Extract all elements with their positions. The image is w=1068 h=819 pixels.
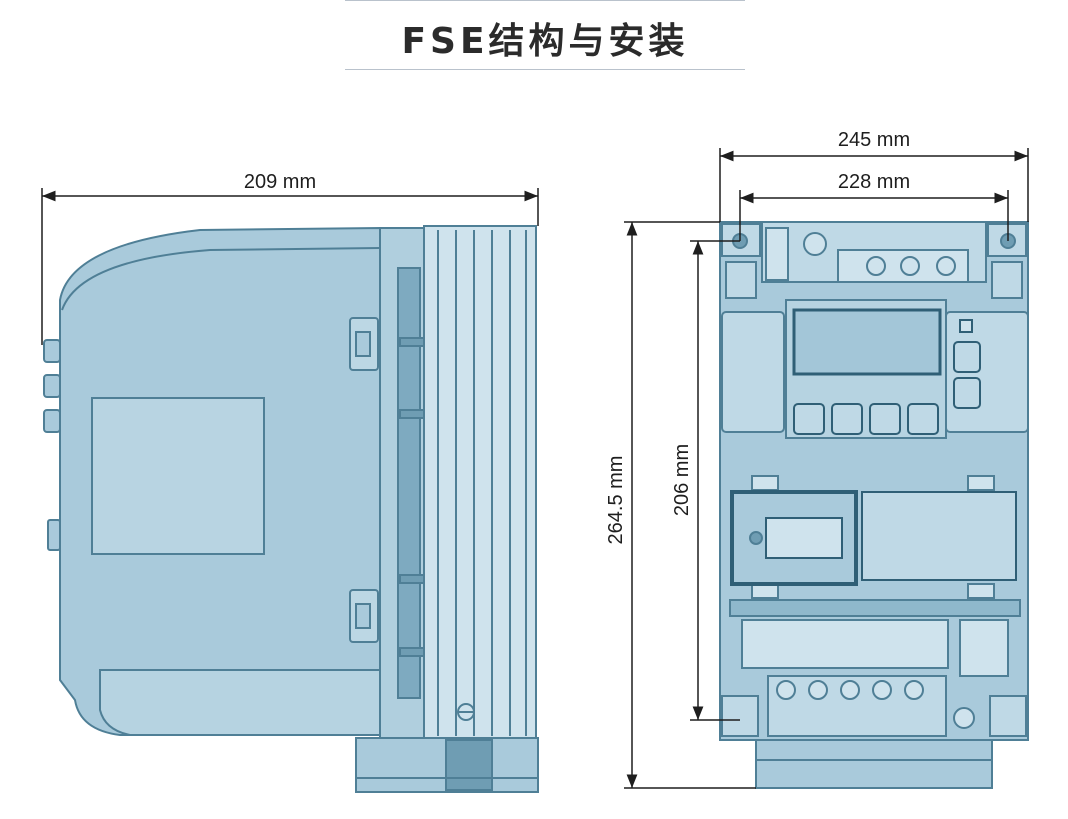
- title-bottom-rule: [345, 69, 745, 70]
- side-knob-4: [47, 519, 61, 551]
- front-top-screw-3: [936, 256, 956, 276]
- front-key-3: [869, 403, 901, 435]
- front-key-6: [953, 377, 981, 409]
- front-option-slot: [765, 517, 843, 559]
- front-top-vent-left: [725, 261, 757, 299]
- side-clip-top-slot: [355, 331, 371, 357]
- front-key-1: [793, 403, 825, 435]
- front-width-inner-label: 228 mm: [838, 171, 910, 193]
- side-knob-1: [43, 339, 61, 363]
- front-width-outer-label: 245 mm: [838, 129, 910, 151]
- front-clip-tab-3: [751, 583, 779, 599]
- front-control-terminals: [741, 619, 949, 669]
- front-top-screw-2: [900, 256, 920, 276]
- front-height-outer-label: 264.5 mm: [605, 456, 627, 545]
- front-io-terminals: [959, 619, 1009, 677]
- side-rear-channel: [397, 267, 421, 699]
- front-bottom-foot: [755, 739, 993, 789]
- front-led: [959, 319, 973, 333]
- side-rail-tab-1: [399, 337, 425, 347]
- side-knob-2: [43, 374, 61, 398]
- front-height-inner-label: 206 mm: [671, 444, 693, 516]
- side-width-dimension: [41, 188, 539, 345]
- front-dimensions: [624, 148, 1029, 789]
- front-key-4: [907, 403, 939, 435]
- side-body-bottom-band: [99, 669, 381, 736]
- side-bottom-mount-block: [445, 739, 493, 791]
- front-top-screw-1: [866, 256, 886, 276]
- side-body-top-curve: [61, 247, 381, 311]
- front-bottom-screw-4: [872, 680, 892, 700]
- front-top-terminal-block: [765, 227, 789, 281]
- front-clip-tab-1: [751, 475, 779, 491]
- front-clip-tab-4: [967, 583, 995, 599]
- front-key-5: [953, 341, 981, 373]
- front-left-panel: [721, 311, 785, 433]
- side-label-panel: [91, 397, 265, 555]
- front-option-led: [749, 531, 763, 545]
- front-bottom-screw-3: [840, 680, 860, 700]
- front-top-vent-right: [991, 261, 1023, 299]
- side-heatsink: [423, 225, 537, 739]
- front-view: [719, 221, 1029, 789]
- title-block: FSE结构与安装: [345, 0, 745, 70]
- side-rail-tab-4: [399, 647, 425, 657]
- side-width-label: 209 mm: [244, 171, 316, 193]
- front-key-2: [831, 403, 863, 435]
- front-clip-tab-2: [967, 475, 995, 491]
- side-clip-bottom-slot: [355, 603, 371, 629]
- front-bottom-ground-screw: [953, 707, 975, 729]
- page-title: FSE结构与安装: [401, 21, 689, 62]
- front-display: [792, 308, 942, 376]
- front-bottom-screw-5: [904, 680, 924, 700]
- side-knob-3: [43, 409, 61, 433]
- front-top-ground-screw: [803, 232, 827, 256]
- front-bottom-screw-2: [808, 680, 828, 700]
- side-rail-tab-2: [399, 409, 425, 419]
- front-bottom-screw-1: [776, 680, 796, 700]
- side-rail-tab-3: [399, 574, 425, 584]
- side-view: [43, 225, 539, 793]
- front-terminal-bar: [729, 599, 1021, 617]
- front-bottom-mount-left: [721, 695, 759, 737]
- front-memory-panel: [861, 491, 1017, 581]
- front-bottom-mount-right: [989, 695, 1027, 737]
- title-top-rule: [345, 0, 745, 1]
